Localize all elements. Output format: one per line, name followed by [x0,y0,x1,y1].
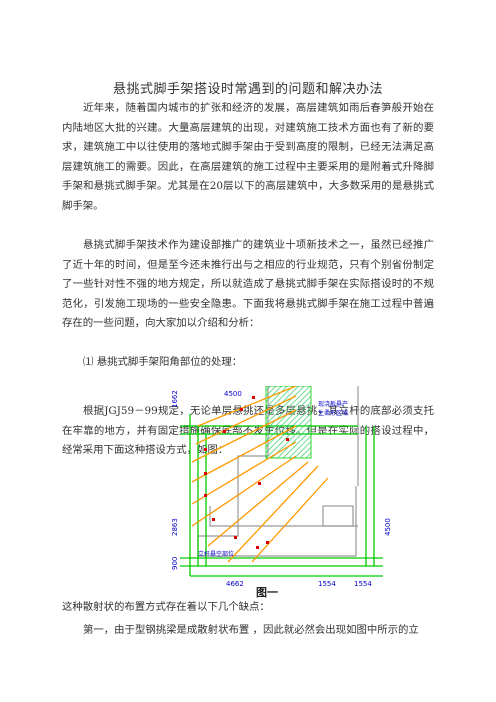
note-hatch-1: 现浇板悬产 [318,400,348,408]
dim-top: 4500 [224,390,242,398]
figure-caption: 图一 [256,586,278,599]
scaffold-green-lines [180,414,383,577]
dim-left-bottom: 900 [171,557,179,570]
paragraph-intro: 近年来，随着国内城市的扩张和经济的发展，高层建筑如雨后春笋般开始在内陆地区大批的… [62,102,434,212]
note-hatch-2: 生柔形区域 [318,409,348,417]
dim-left-mid: 2863 [171,518,179,536]
dim-bottom-1: 4662 [226,580,244,588]
dim-bottom-2: 1554 [318,580,336,588]
note-bottom: 立杆悬空部位 [198,550,234,558]
scaffold-drawing: 1662 4500 2863 900 4500 4662 1554 1554 现… [168,386,398,598]
dim-bottom-3: 1554 [354,580,372,588]
dim-right: 4500 [384,518,392,536]
paragraph-background: 悬挑式脚手架技术作为建设部推广的建筑业十项新技术之一，虽然已经推广了近十年的时间… [62,239,434,330]
cantilever-beams [191,386,329,563]
building-outline [197,386,359,557]
anchor-points [204,396,289,549]
paragraph-shortcomings: 这种散射状的布置方式存在着以下几个缺点： [62,601,270,613]
section-heading-corner: ⑴ 悬挑式脚手架阳角部位的处理： [83,356,243,368]
dim-top-left: 1662 [171,390,179,408]
document-title: 悬挑式脚手架搭设时常遇到的问题和解决办法 [112,82,383,97]
paragraph-first-point: 第一，由于型钢挑梁是成散射状布置 ，因此就必然会出现如图中所示的立 [83,624,419,636]
